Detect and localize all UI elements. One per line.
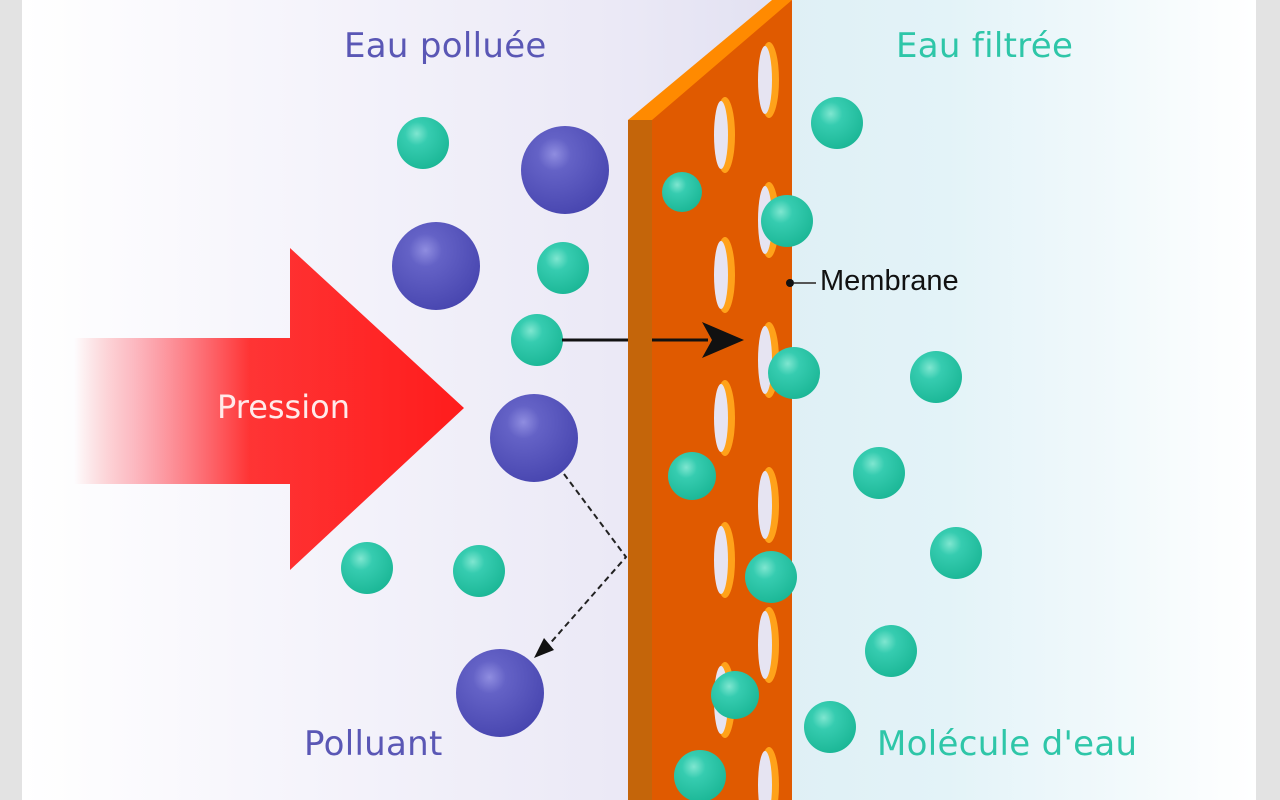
membrane-pore — [714, 237, 735, 313]
pollutant-molecule — [521, 126, 609, 214]
membrane-label: Membrane — [820, 265, 959, 297]
pollutant-rejection-arrow — [534, 473, 628, 658]
water-molecule — [537, 242, 589, 294]
polluted-water-label: Eau polluée — [344, 26, 547, 66]
water-molecule — [662, 172, 702, 212]
membrane-pore — [714, 380, 735, 456]
water-molecule — [811, 97, 863, 149]
pressure-arrow — [74, 248, 464, 570]
water-molecule — [674, 750, 726, 800]
membrane-pore — [714, 522, 735, 598]
pollutant-molecule — [490, 394, 578, 482]
membrane-pore — [758, 42, 779, 118]
water-molecule — [668, 452, 716, 500]
pollutant-legend-label: Polluant — [304, 724, 443, 764]
diagram-canvas — [74, 0, 982, 800]
membrane-pore — [758, 607, 779, 683]
membrane-pore — [758, 467, 779, 543]
filtered-water-label: Eau filtrée — [896, 26, 1074, 66]
pollutant-molecule — [392, 222, 480, 310]
water-molecule — [865, 625, 917, 677]
reverse-osmosis-diagram: Eau polluée Eau filtrée Pression Membran… — [22, 0, 1256, 800]
water-molecule — [910, 351, 962, 403]
water-molecule — [761, 195, 813, 247]
membrane-side-face — [628, 120, 652, 800]
water-flow-arrow — [562, 322, 744, 358]
membrane-pore — [758, 747, 779, 800]
water-molecule — [711, 671, 759, 719]
pressure-label: Pression — [217, 388, 350, 426]
water-molecule — [397, 117, 449, 169]
water-molecule — [804, 701, 856, 753]
water-molecule — [768, 347, 820, 399]
water-molecule — [453, 545, 505, 597]
molecules — [341, 97, 982, 800]
water-molecule — [511, 314, 563, 366]
membrane — [628, 0, 792, 800]
pollutant-molecule — [456, 649, 544, 737]
water-molecule — [341, 542, 393, 594]
membrane-top-face — [628, 0, 792, 120]
water-molecule — [930, 527, 982, 579]
membrane-label-pointer — [786, 279, 816, 287]
membrane-pore — [714, 97, 735, 173]
water-molecule-legend-label: Molécule d'eau — [877, 724, 1138, 764]
water-molecule — [745, 551, 797, 603]
water-molecule — [853, 447, 905, 499]
